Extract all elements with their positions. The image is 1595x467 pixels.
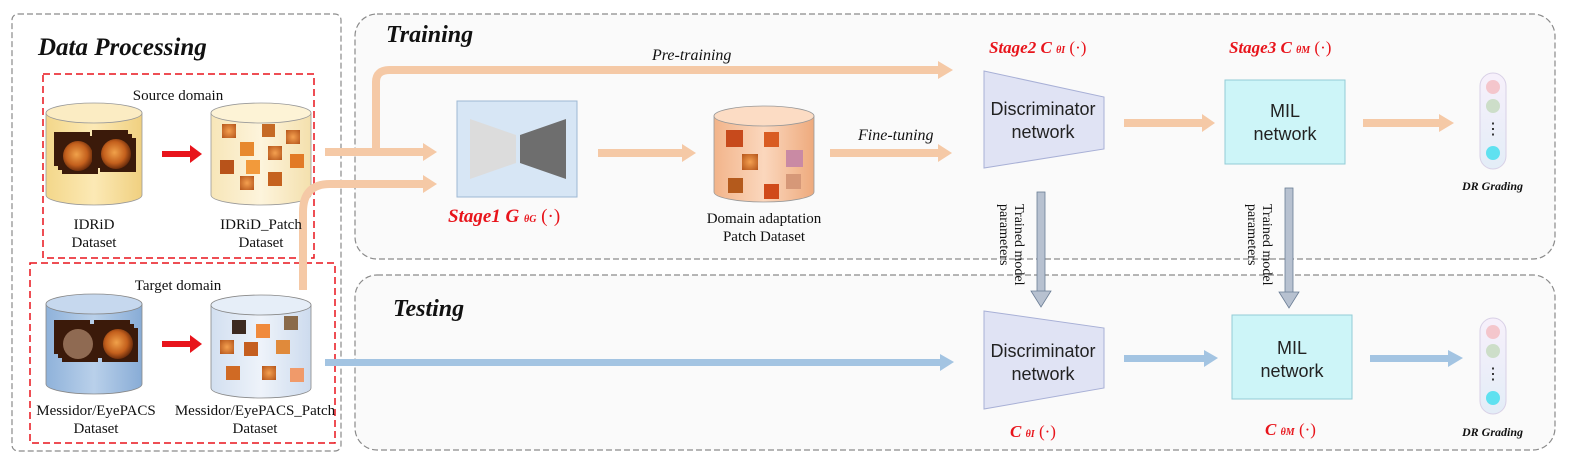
grading-ellipsis-test: ⋮ — [1485, 366, 1501, 383]
stage1-generator — [456, 100, 578, 198]
source-domain-label: Source domain — [132, 88, 224, 104]
stage2-label: Stage2 C θI (·) — [989, 38, 1087, 57]
messidor-patch-cylinder — [210, 294, 312, 399]
testing-title: Testing — [393, 296, 465, 322]
messidor-label-2: Dataset — [73, 421, 119, 437]
mil-test-shape — [1231, 314, 1353, 400]
patch-icons — [220, 124, 304, 190]
source-domain-box — [42, 73, 315, 259]
messidor-patch-label-1: Messidor/EyePACS_Patch — [174, 403, 336, 419]
stage1-to-patchdataset-arrow — [598, 144, 696, 162]
idrid-patch-label-1: IDRiD_Patch — [220, 217, 302, 233]
idrid-cylinder — [45, 102, 143, 206]
target-domain-label: Target domain — [134, 278, 222, 294]
test-mil-label: C θM (·) — [1265, 420, 1316, 439]
trained-params-arrow-mil — [1278, 187, 1300, 309]
fine-tuning-arrow — [830, 144, 952, 162]
idrid-label-2: Dataset — [71, 235, 117, 251]
discriminator-test-shape — [983, 310, 1105, 410]
source-transform-arrow — [162, 145, 202, 163]
domain-adaptation-label-1: Domain adaptation — [706, 211, 822, 227]
trained-params-arrow-disc — [1030, 191, 1052, 308]
disc-to-mil-train-arrow — [1124, 114, 1215, 132]
domain-adaptation-label-2: Patch Dataset — [722, 229, 806, 245]
dr-grading-label-test: DR Grading — [1462, 425, 1524, 439]
grading-output-test — [1479, 317, 1507, 415]
disc-to-mil-test-arrow — [1124, 350, 1218, 367]
training-title: Training — [386, 22, 474, 48]
fundus-stack-icon — [54, 130, 136, 174]
messidor-patch-label-2: Dataset — [232, 421, 278, 437]
stage3-label: Stage3 C θM (·) — [1229, 38, 1332, 57]
idrid-patch-cylinder — [210, 102, 312, 206]
test-disc-label: C θI (·) — [1010, 422, 1056, 441]
messidor-label-1: Messidor/EyePACS — [36, 403, 156, 419]
patch-icons — [726, 130, 803, 199]
idrid-patch-label-2: Dataset — [238, 235, 284, 251]
test-input-arrow — [325, 354, 954, 371]
grading-output-train — [1479, 72, 1507, 170]
target-to-stage1-arrow — [299, 175, 437, 290]
data-processing-frame — [11, 13, 342, 452]
messidor-cylinder — [45, 293, 143, 395]
source-to-stage1-arrow — [325, 143, 437, 161]
grading-ellipsis-train: ⋮ — [1485, 121, 1501, 138]
fundus-stack-icon — [54, 320, 138, 362]
pre-training-label: Pre-training — [652, 47, 732, 64]
dr-grading-label-train: DR Grading — [1462, 179, 1524, 193]
mil-train-shape — [1224, 79, 1346, 165]
target-domain-box — [29, 262, 336, 444]
patch-icons — [220, 316, 304, 382]
fine-tuning-label: Fine-tuning — [858, 127, 934, 144]
discriminator-train-shape — [983, 70, 1105, 169]
idrid-label-1: IDRiD — [73, 217, 115, 233]
training-frame — [354, 13, 1556, 260]
stage1-label: Stage1 G θG (·) — [448, 206, 561, 227]
pre-training-arrowhead — [938, 61, 953, 79]
data-processing-title: Data Processing — [38, 34, 207, 61]
target-transform-arrow — [162, 335, 202, 353]
domain-adaptation-cylinder — [713, 105, 815, 203]
mil-to-grading-test-arrow — [1370, 350, 1463, 367]
mil-to-grading-train-arrow — [1363, 114, 1454, 132]
pre-training-arrow — [372, 66, 940, 148]
